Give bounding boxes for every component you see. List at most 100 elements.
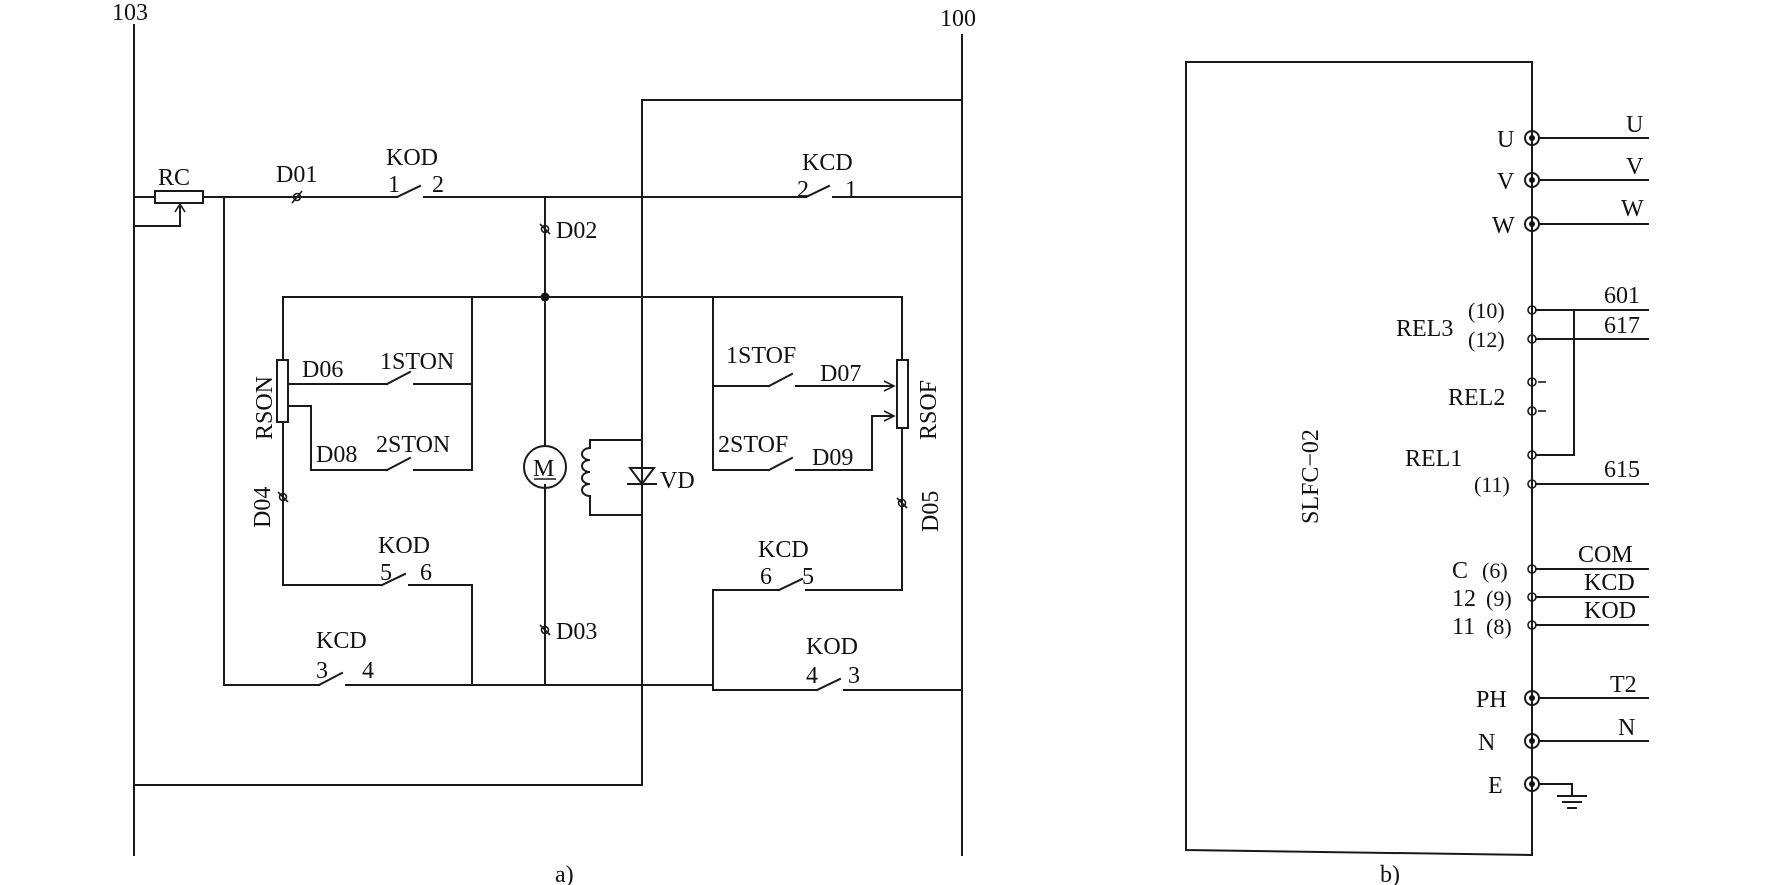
kcd-mid-name: KCD [758,537,809,563]
motor-label: M [533,456,554,482]
terminal-d04: D04 [250,487,289,528]
kcd-mid-left: 6 [760,564,772,590]
caption-a: a) [555,862,574,885]
pin-12: (12) [1468,327,1505,352]
kod-mid-left: 5 [380,560,392,586]
pin-v: V [1497,169,1515,195]
wire-com: COM [1578,542,1633,568]
kcd-top-right: 1 [845,177,857,203]
terminal-d01: D01 [276,162,317,204]
vd-label: VD [660,468,695,494]
d06-label: D06 [302,357,343,383]
pin-11: (11) [1474,472,1510,497]
resistor-rsof: RSOF [896,359,942,440]
pin-u: U [1497,127,1514,153]
diode-vd: VD [627,467,695,494]
pin-9: (9) [1486,586,1512,611]
d03-label: D03 [556,619,597,645]
terminal-c: C (6) COM [1452,542,1649,584]
kcd-top-name: KCD [802,150,853,176]
diagram-b: SLFC−02 U U V V W W REL3 (10) [1185,61,1649,885]
terminal-d02: D02 [539,218,597,244]
d02-label: D02 [556,218,597,244]
d09-label: D09 [812,445,853,471]
d07-label: D07 [820,361,861,387]
stof1-label: 1STOF [726,343,796,369]
rail-103-label: 103 [112,0,148,26]
field-coil [581,439,643,516]
kcd-bot-right: 4 [362,658,374,684]
pin-6: (6) [1482,558,1508,583]
terminal-e: E [1488,773,1587,809]
d04-label: D04 [250,487,276,528]
pin-8: (8) [1486,614,1512,639]
wire-u: U [1626,112,1643,138]
kod-bot-right: 3 [848,663,860,689]
pin-e: E [1488,773,1503,799]
pin-ph: PH [1476,687,1507,713]
stof2-label: 2STOF [718,432,788,458]
relay-rel1: REL1 (11) 615 [1405,446,1649,497]
terminal-d05: D05 [896,491,944,532]
pin-11-label: 11 [1452,614,1475,640]
terminal-n: N N [1478,715,1649,756]
diagram-a: 103 100 RC D01 KOD 1 2 [112,0,976,885]
rail-100-label: 100 [940,6,976,32]
kcd-mid-right: 5 [802,564,814,590]
rsof-label: RSOF [916,380,942,440]
pin-n: N [1478,730,1495,756]
terminal-w: W W [1492,196,1649,239]
ground-icon [1557,795,1587,809]
contact-kod-1-2: KOD 1 2 [386,145,444,198]
kcd-top-left: 2 [797,177,809,203]
kcd-bot-left: 3 [316,658,328,684]
wire-n: N [1618,715,1635,741]
wire-kod: KOD [1584,598,1636,624]
relay-rel2: REL2 [1448,377,1546,416]
kod-top-right: 2 [432,172,444,198]
motor: M [523,445,567,489]
kcd-bot-name: KCD [316,628,367,654]
rel2-label: REL2 [1448,385,1505,411]
ston1-label: 1STON [380,349,454,375]
terminal-11: 11 (8) KOD [1452,598,1649,640]
kod-top-name: KOD [386,145,438,171]
resistor-rc: RC [133,165,225,227]
contact-kod-5-6: KOD 5 6 [378,533,432,586]
terminal-12: 12 (9) KCD [1452,570,1649,612]
pin-w: W [1492,213,1515,239]
contact-kcd-6-5: KCD 6 5 [758,537,814,590]
kod-top-left: 1 [388,172,400,198]
relay-rel3: REL3 (10) (12) 601 617 [1396,283,1649,352]
d05-label: D05 [918,491,944,532]
wire-t2: T2 [1610,672,1637,698]
pin-10: (10) [1468,298,1505,323]
wire-w: W [1621,196,1644,222]
wire-kcd: KCD [1584,570,1635,596]
kod-bot-left: 4 [806,663,818,689]
kod-bot-name: KOD [806,634,858,660]
terminal-u: U U [1497,112,1649,153]
module-label: SLFC−02 [1298,429,1324,524]
rc-label: RC [158,165,190,191]
ston2-label: 2STON [376,432,450,458]
contact-kod-4-3: KOD 4 3 [806,634,860,689]
wire-v: V [1626,154,1644,180]
terminal-d03: D03 [539,619,597,645]
caption-b: b) [1380,862,1400,885]
d01-label: D01 [276,162,317,188]
wire-615: 615 [1604,457,1640,483]
contact-kcd-3-4: KCD 3 4 [316,628,374,684]
d08-label: D08 [316,442,357,468]
terminal-v: V V [1497,154,1649,195]
kod-mid-right: 6 [420,560,432,586]
wire-617: 617 [1604,313,1640,339]
kod-mid-name: KOD [378,533,430,559]
pin-12-label: 12 [1452,586,1476,612]
pin-c: C [1452,558,1468,584]
contact-kcd-2-1: KCD 2 1 [797,150,857,203]
terminal-ph: PH T2 [1476,672,1649,713]
rel3-label: REL3 [1396,316,1453,342]
